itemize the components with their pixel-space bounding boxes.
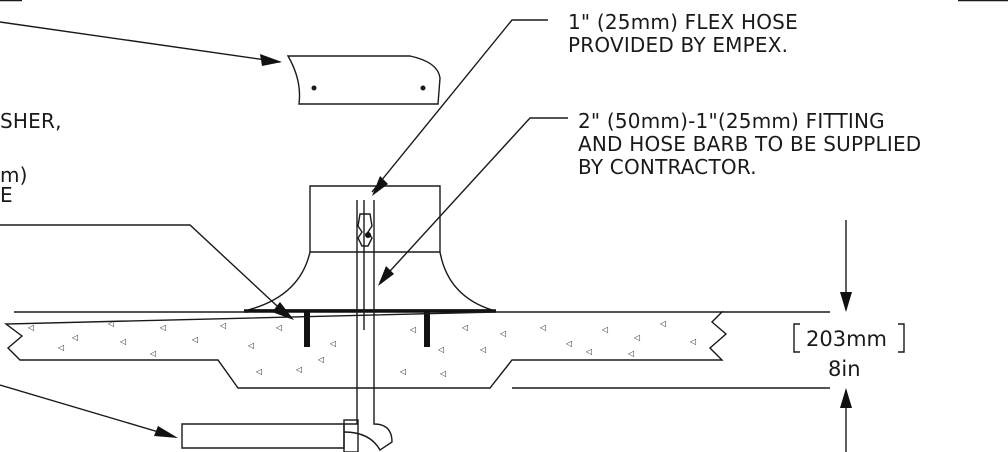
fitting-pin bbox=[365, 232, 371, 238]
svg-text:◁: ◁ bbox=[149, 349, 156, 358]
hose-barb-fitting bbox=[357, 213, 373, 247]
left-label-partial-1: SHER, bbox=[0, 109, 62, 133]
svg-text:◁: ◁ bbox=[119, 337, 126, 346]
dimension-metric: 203mm bbox=[806, 327, 887, 351]
svg-text:◁: ◁ bbox=[275, 323, 282, 332]
svg-text:◁: ◁ bbox=[329, 339, 336, 348]
dim-bracket-left bbox=[793, 323, 800, 353]
svg-text:◁: ◁ bbox=[439, 369, 446, 378]
dimension-imperial: 8in bbox=[828, 357, 861, 381]
pedestal-base bbox=[247, 185, 493, 311]
svg-text:◁: ◁ bbox=[191, 335, 198, 344]
svg-text:◁: ◁ bbox=[437, 345, 444, 354]
svg-text:◁: ◁ bbox=[499, 329, 506, 338]
elbow-coupling bbox=[343, 419, 359, 452]
svg-text:◁: ◁ bbox=[585, 347, 592, 356]
concrete-slab-outline bbox=[3, 311, 728, 389]
svg-text:◁: ◁ bbox=[159, 323, 166, 332]
svg-text:◁: ◁ bbox=[461, 323, 468, 332]
fitting-label-line-1: 2" (50mm)-1"(25mm) FITTING bbox=[578, 109, 885, 133]
anchor-bolt-right bbox=[424, 311, 430, 347]
svg-text:◁: ◁ bbox=[659, 319, 666, 328]
svg-text:◁: ◁ bbox=[107, 319, 114, 328]
svg-text:◁: ◁ bbox=[565, 339, 572, 348]
svg-text:◁: ◁ bbox=[57, 343, 64, 352]
pipe-elbow bbox=[343, 402, 393, 452]
dim-bracket-right bbox=[898, 323, 905, 353]
dim-arrow-top bbox=[840, 292, 852, 312]
svg-text:◁: ◁ bbox=[601, 325, 608, 334]
leader-bolt-arrow bbox=[272, 302, 294, 320]
svg-text:◁: ◁ bbox=[633, 333, 640, 342]
fitting-label-line-2: AND HOSE BARB TO BE SUPPLIED bbox=[578, 132, 921, 156]
cover-screw-left bbox=[311, 85, 317, 91]
left-label-partial-2-line-1: m) bbox=[0, 163, 28, 187]
leader-fitting-arrow bbox=[378, 266, 394, 286]
cover-cap bbox=[286, 55, 441, 105]
svg-text:◁: ◁ bbox=[409, 325, 416, 334]
svg-text:◁: ◁ bbox=[479, 345, 486, 354]
svg-text:◁: ◁ bbox=[247, 341, 254, 350]
svg-text:◁: ◁ bbox=[219, 321, 226, 330]
leader-drain-pipe bbox=[0, 384, 173, 437]
svg-text:◁: ◁ bbox=[255, 367, 262, 376]
svg-text:◁: ◁ bbox=[627, 349, 634, 358]
cover-screw-right bbox=[420, 85, 426, 91]
svg-text:◁: ◁ bbox=[295, 365, 302, 374]
left-label-partial-2-line-2: E bbox=[0, 183, 13, 207]
flex-hose-label-line-2: PROVIDED BY EMPEX. bbox=[568, 33, 788, 57]
svg-text:◁: ◁ bbox=[317, 355, 324, 364]
anchor-bolt-left bbox=[304, 311, 310, 347]
leader-fitting bbox=[379, 117, 568, 283]
aggregate-marks: ◁ ◁ ◁ ◁ ◁ ◁ ◁ ◁ ◁ ◁ ◁ ◁ ◁ ◁ ◁ ◁ ◁ ◁ ◁ ◁ ◁ ◁ ◁ ◁ ◁ ◁ ◁ ◁ ◁ ◁ bbox=[27, 319, 696, 378]
leader-flex-hose-arrow bbox=[372, 176, 388, 196]
svg-text:◁: ◁ bbox=[27, 323, 34, 332]
fitting-label-line-3: BY CONTRACTOR. bbox=[578, 155, 757, 179]
svg-text:◁: ◁ bbox=[71, 333, 78, 342]
dim-arrow-bottom bbox=[840, 388, 852, 408]
leader-flex-hose bbox=[371, 19, 548, 193]
drain-pipe-horizontal bbox=[181, 402, 358, 449]
leader-cover-arrow bbox=[260, 54, 282, 66]
svg-text:◁: ◁ bbox=[689, 337, 696, 346]
flex-hose-label-line-1: 1" (25mm) FLEX HOSE bbox=[568, 10, 798, 34]
svg-text:◁: ◁ bbox=[539, 323, 546, 332]
svg-text:◁: ◁ bbox=[399, 367, 406, 376]
leader-bolt bbox=[0, 224, 291, 319]
leader-cover bbox=[0, 21, 281, 63]
leader-drain-arrow bbox=[154, 426, 178, 438]
